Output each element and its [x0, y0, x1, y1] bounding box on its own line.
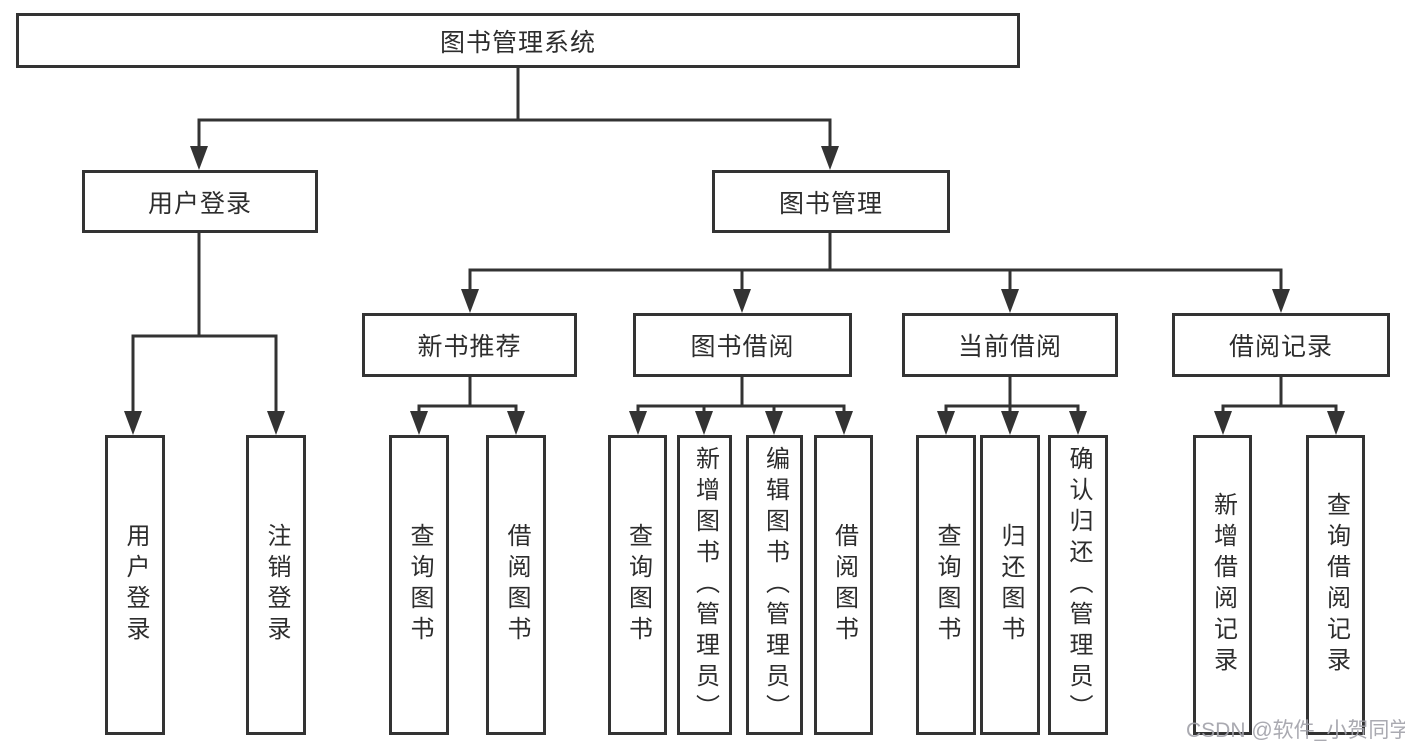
node-leaf-search-books-current: 查询图书	[916, 435, 976, 735]
node-leaf-search-borrow-record: 查询借阅记录	[1306, 435, 1365, 735]
leaf-label: 编辑图书（管理员）	[761, 445, 789, 725]
leaf-label: 注销登录	[263, 523, 290, 647]
watermark-text: CSDN @软件_小贺同学	[1186, 719, 1405, 742]
node-root: 图书管理系统	[16, 13, 1020, 68]
leaf-label: 查询图书	[933, 523, 960, 647]
leaf-label: 查询借阅记录	[1322, 492, 1350, 678]
node-new-book-recommend: 新书推荐	[362, 313, 577, 377]
node-leaf-search-books-borrowing: 查询图书	[608, 435, 667, 735]
arrowheads	[124, 146, 1345, 435]
leaf-label: 新增借阅记录	[1209, 492, 1237, 678]
leaf-label: 用户登录	[122, 523, 149, 647]
leaf-label: 借阅图书	[503, 523, 530, 647]
node-leaf-borrow-books-recommend: 借阅图书	[486, 435, 546, 735]
node-leaf-add-books-admin: 新增图书（管理员）	[677, 435, 732, 735]
leaf-label: 查询图书	[624, 523, 652, 647]
leaf-label: 新增图书（管理员）	[691, 445, 719, 725]
leaf-label: 确认归还（管理员）	[1065, 445, 1092, 725]
node-leaf-logout: 注销登录	[246, 435, 306, 735]
node-leaf-user-login: 用户登录	[105, 435, 165, 735]
leaf-label: 查询图书	[406, 523, 433, 647]
node-borrowing-records: 借阅记录	[1172, 313, 1390, 377]
node-leaf-borrow-books: 借阅图书	[814, 435, 873, 735]
node-book-management-branch: 图书管理	[712, 170, 950, 233]
node-leaf-return-books: 归还图书	[980, 435, 1040, 735]
leaf-label: 借阅图书	[830, 523, 858, 647]
node-leaf-edit-books-admin: 编辑图书（管理员）	[746, 435, 803, 735]
node-user-login-branch: 用户登录	[82, 170, 318, 233]
node-leaf-search-books-recommend: 查询图书	[389, 435, 449, 735]
leaf-label: 归还图书	[997, 523, 1024, 647]
node-book-borrowing: 图书借阅	[633, 313, 852, 377]
node-current-borrowing: 当前借阅	[902, 313, 1118, 377]
connector-edges	[131, 66, 1338, 417]
node-leaf-confirm-return-admin: 确认归还（管理员）	[1048, 435, 1108, 735]
node-leaf-add-borrow-record: 新增借阅记录	[1193, 435, 1252, 735]
